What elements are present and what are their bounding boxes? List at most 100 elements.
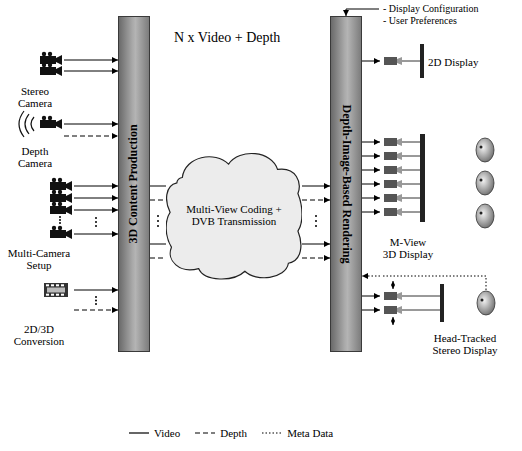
cloud-shape xyxy=(166,154,302,279)
legend-item: Depth xyxy=(194,427,247,439)
legend-text: Video xyxy=(154,427,180,439)
connector-line xyxy=(302,258,330,259)
connector-line xyxy=(64,60,118,61)
connector-line xyxy=(302,186,330,187)
film-frame xyxy=(47,288,65,293)
film-hole xyxy=(51,294,54,296)
film-hole xyxy=(56,284,59,286)
connector-line xyxy=(302,200,330,201)
dot xyxy=(157,215,159,217)
projector-icon xyxy=(384,152,402,160)
screen xyxy=(440,284,444,322)
viewer-head xyxy=(476,138,494,162)
camera-icon xyxy=(40,63,62,76)
legend-sample xyxy=(261,428,283,438)
film-hole xyxy=(51,284,54,286)
legend-line xyxy=(195,432,215,433)
tracking-arrow xyxy=(393,317,394,325)
connector-line xyxy=(150,186,166,187)
connector-line xyxy=(64,136,118,137)
camera-icon xyxy=(50,226,72,239)
legend-item: Video xyxy=(128,427,180,439)
dot xyxy=(95,303,97,305)
camera-icon xyxy=(50,190,72,203)
film-hole xyxy=(61,294,64,296)
tracking-line xyxy=(381,276,486,290)
dot xyxy=(59,216,61,218)
connector-line xyxy=(362,296,380,297)
legend-line xyxy=(262,432,282,433)
connector-line xyxy=(362,198,380,199)
legend: Video Depth Meta Data xyxy=(128,427,333,439)
legend-text: Meta Data xyxy=(287,427,333,439)
viewer-head xyxy=(476,171,494,195)
legend-text: Depth xyxy=(220,427,247,439)
connector-line xyxy=(362,170,380,171)
annotation-label: - Display Configuration xyxy=(383,3,479,14)
camera-icon xyxy=(50,202,72,215)
camera-icon xyxy=(50,178,72,191)
connector-line xyxy=(362,276,380,277)
dot xyxy=(59,219,61,221)
display-headtracked: Head-Tracked Stereo Display xyxy=(380,270,510,358)
film-hole xyxy=(56,294,59,296)
connector-line xyxy=(362,61,380,62)
connector-line xyxy=(150,258,166,259)
legend-item: Meta Data xyxy=(261,427,333,439)
dot xyxy=(59,222,61,224)
node-label: Multi-View Coding + DVB Transmission xyxy=(182,203,286,227)
node-label: Depth Camera xyxy=(12,145,58,169)
dot xyxy=(95,217,97,219)
beam-line xyxy=(402,142,420,212)
connector-line xyxy=(302,244,330,245)
tracking-arrow xyxy=(393,281,394,289)
annotation-label: N x Video + Depth xyxy=(174,30,280,45)
source-stereo: Stereo Camera xyxy=(6,50,64,110)
connector-line xyxy=(74,198,118,199)
connector-line xyxy=(74,234,118,235)
node-label: Stereo Camera xyxy=(12,85,58,109)
film-strip xyxy=(44,283,68,297)
node-label: Head-Tracked Stereo Display xyxy=(430,332,500,356)
projector-icon xyxy=(384,166,402,174)
display-2d: 2D Display xyxy=(380,40,505,84)
screen xyxy=(420,44,424,78)
node-label: 2D/3D Conversion xyxy=(10,323,68,347)
beam-line xyxy=(402,61,420,62)
annotation-label: - User Preferences xyxy=(383,15,457,26)
connector-line xyxy=(74,290,118,291)
camera-icon xyxy=(40,116,62,129)
source-multicam: Multi-Camera Setup xyxy=(4,178,74,272)
projector-icon xyxy=(384,194,402,202)
node-label: M-View 3D Display xyxy=(382,236,434,260)
depth-waves xyxy=(19,111,34,137)
connector-line xyxy=(64,71,118,72)
projector-icon xyxy=(384,57,402,65)
process-band: Depth-Image-Based Rendering xyxy=(330,16,362,352)
projector-icon xyxy=(384,138,402,146)
dot xyxy=(95,296,97,298)
projector-icon xyxy=(384,292,402,300)
dot xyxy=(315,225,317,227)
display-mview: M-View 3D Display xyxy=(380,130,510,262)
legend-sample xyxy=(194,428,216,438)
source-depth: Depth Camera xyxy=(6,114,64,170)
projector-icon xyxy=(384,180,402,188)
dot xyxy=(315,215,317,217)
legend-sample xyxy=(128,428,150,438)
connector-line xyxy=(150,244,166,245)
film-hole xyxy=(46,294,49,296)
config-arrow xyxy=(346,9,379,16)
viewer-head xyxy=(476,204,494,228)
dot xyxy=(95,221,97,223)
projector-icon xyxy=(384,306,402,314)
connector-line xyxy=(64,124,118,125)
connector-line xyxy=(362,212,380,213)
connector-line xyxy=(362,184,380,185)
node-label: 2D Display xyxy=(428,56,478,68)
connector-line xyxy=(362,310,380,311)
dot xyxy=(95,300,97,302)
connector-line xyxy=(362,156,380,157)
film-holes xyxy=(46,284,64,295)
